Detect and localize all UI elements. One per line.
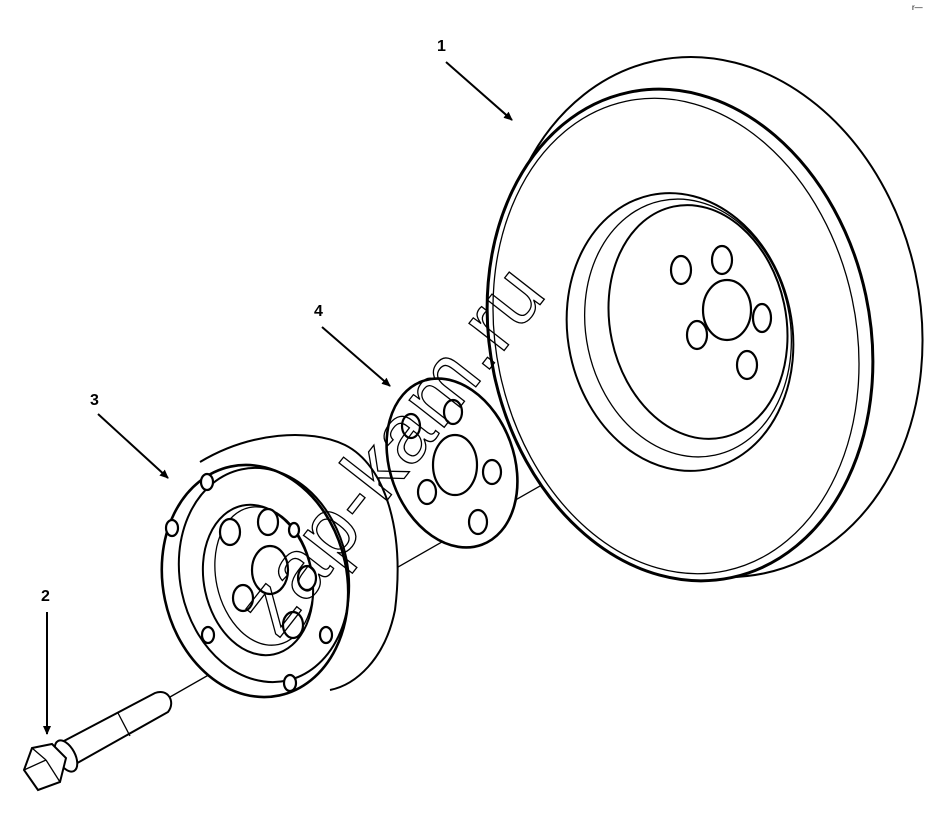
callout-arrow-3 <box>97 413 169 479</box>
part-4-spacer-plate <box>385 377 519 549</box>
callout-label-3: 3 <box>90 392 99 409</box>
callout-label-4: 4 <box>314 303 323 320</box>
callout-label-1: 1 <box>437 38 446 55</box>
part-1-damper-pulley <box>485 56 924 583</box>
corner-mark: r— <box>912 3 923 12</box>
part-2-bolt <box>22 690 173 792</box>
callout-arrow-4 <box>321 326 391 387</box>
part-3-hub-adapter <box>160 433 399 699</box>
callout-arrow-1 <box>445 61 513 121</box>
callout-label-2: 2 <box>41 588 50 605</box>
